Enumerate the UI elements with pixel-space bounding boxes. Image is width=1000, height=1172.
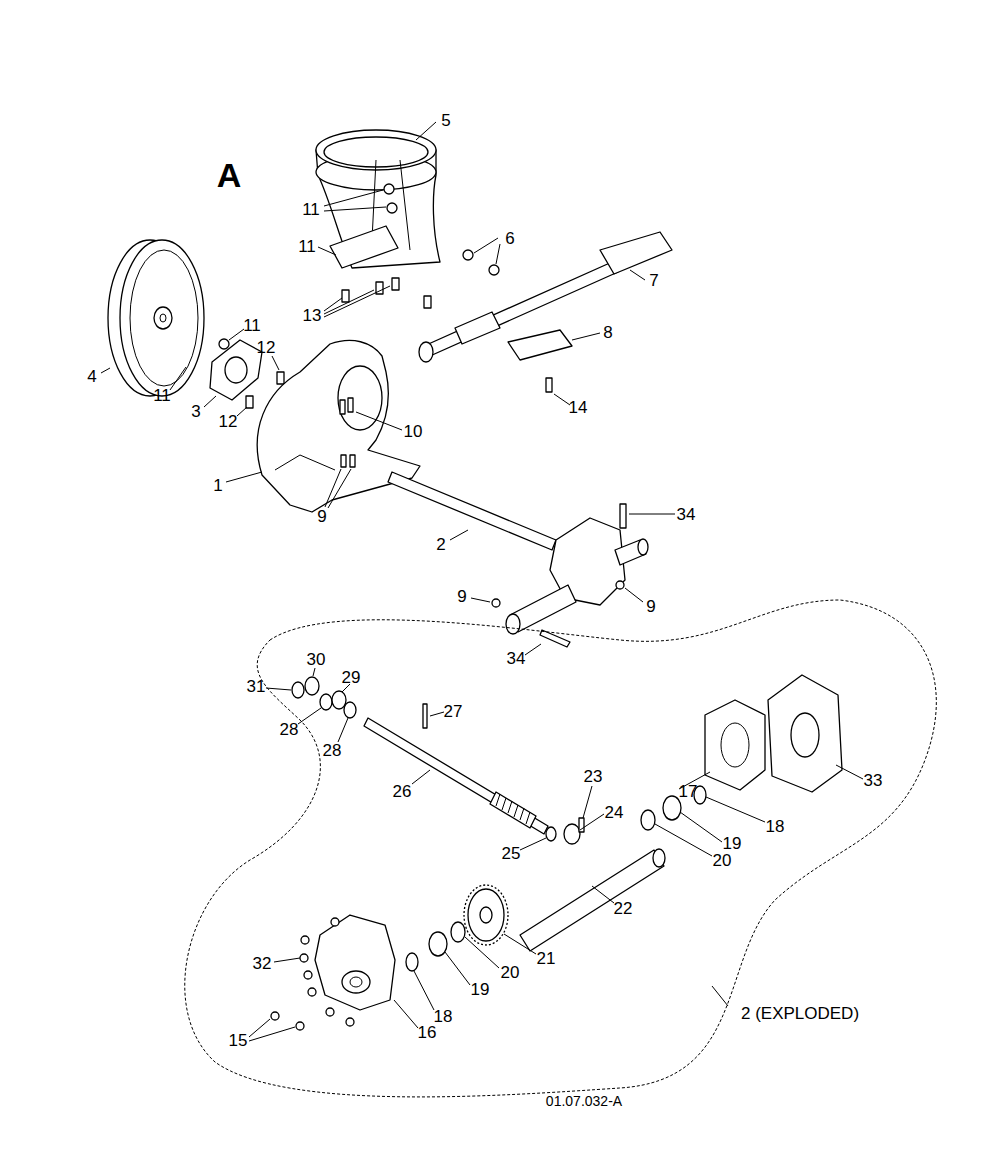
callout-number: 12 [218,413,239,430]
callout-number: 28 [322,742,343,759]
callout-number: 7 [648,272,659,289]
housing [257,340,420,512]
callout-number: 9 [316,508,327,525]
callout-number: 29 [341,669,362,686]
callout-number: 11 [301,201,321,218]
callout-number: 33 [863,772,884,789]
leader-lines [101,122,863,1041]
callout-number: 14 [568,399,589,416]
chute [316,130,440,268]
callout-number: 18 [433,1008,454,1025]
callout-number: 28 [279,721,300,738]
callout-number: 6 [504,230,515,247]
callout-number: 19 [722,835,743,852]
callout-number: 15 [228,1032,249,1049]
exploded-outline [185,600,937,1097]
callout-number: 18 [765,818,786,835]
assembly-label: 2 (EXPLODED) [740,1005,860,1022]
figure-code: 01.07.032-A [545,1094,623,1108]
exploded-parts [271,675,842,1030]
callout-number: 11 [297,238,317,255]
callout-number: 9 [645,598,656,615]
callout-number: 11 [152,387,172,404]
callout-number: 17 [678,783,699,800]
callout-number: 32 [252,955,273,972]
callout-number: 5 [440,112,451,129]
callout-number: 2 [435,536,446,553]
callout-number: 20 [712,852,733,869]
callout-number: 1 [212,477,223,494]
callout-number: 13 [302,307,323,324]
callout-number: 16 [417,1024,438,1041]
callout-number: 23 [583,768,604,785]
callout-number: 25 [501,845,522,862]
callout-number: 20 [500,964,521,981]
bolt [546,378,552,392]
crank-rod [419,232,672,362]
callout-number: 21 [536,950,557,967]
callout-number: 24 [604,804,625,821]
callout-number: 22 [613,900,634,917]
callout-number: 30 [306,651,327,668]
plate [330,226,398,268]
callout-number: 12 [256,339,277,356]
callout-number: 31 [246,678,267,695]
view-letter: A [216,158,243,192]
callout-number: 34 [676,506,697,523]
callout-number: 26 [392,783,413,800]
callout-number: 8 [602,324,613,341]
bracket [508,330,572,360]
callout-number: 3 [190,403,201,420]
callout-number: 27 [443,703,464,720]
callout-number: 4 [86,368,97,385]
callout-number: 19 [470,981,491,998]
callout-number: 10 [403,423,424,440]
pulley [108,240,204,396]
callout-number: 9 [456,588,467,605]
callout-number: 11 [242,317,262,334]
bolts [342,278,431,308]
callout-number: 34 [506,650,527,667]
